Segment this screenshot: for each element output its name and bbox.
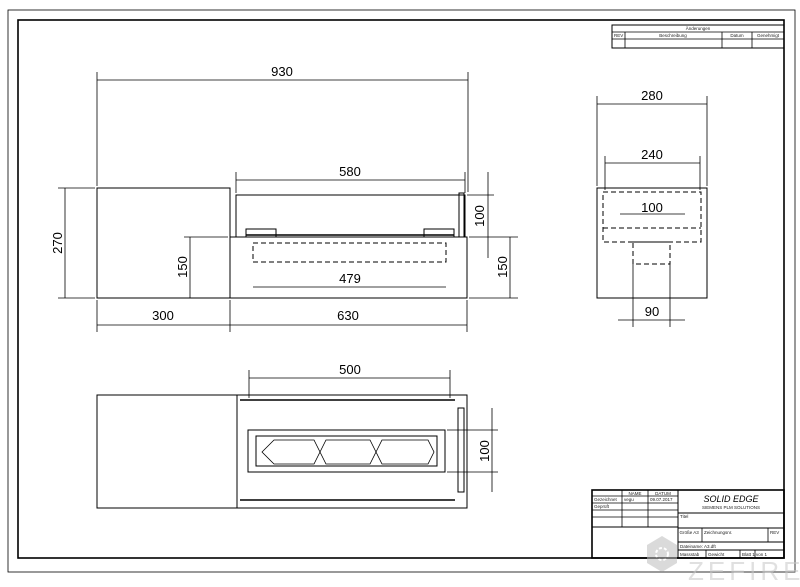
- dim-500: 500: [339, 362, 361, 377]
- date-col-header: DATUM: [655, 491, 671, 496]
- weight-label: Gewicht: [708, 552, 725, 557]
- size-label: Größe A3: [680, 530, 700, 535]
- drawn-label: Gezeichnet: [594, 497, 618, 502]
- sheet-label: Blatt 1 von 1: [742, 552, 768, 557]
- sheet-border: [7, 9, 796, 573]
- date-header: Datum: [730, 33, 744, 38]
- rev-label: REV: [770, 530, 779, 535]
- scale-label: Massstab: [680, 552, 700, 557]
- dim-580: 580: [339, 164, 361, 179]
- top-view: 500 100: [96, 362, 498, 509]
- dim-300: 300: [152, 308, 174, 323]
- dim-280: 280: [641, 88, 663, 103]
- drawing-frame: [17, 19, 785, 559]
- dim-630: 630: [337, 308, 359, 323]
- revision-title: Änderungen: [686, 25, 711, 31]
- front-view: 930 580 270 150 100 150 479 300 630: [50, 64, 518, 332]
- title-block: NAME DATUM Gezeichnet vegu 09.07.2017 Ge…: [591, 489, 785, 559]
- dim-100-side: 100: [641, 200, 663, 215]
- drawn-date: 09.07.2017: [650, 497, 673, 502]
- dim-270: 270: [50, 232, 65, 254]
- zefire-watermark-logo: ZEFIRE: [647, 536, 800, 586]
- checked-label: Geprüft: [594, 504, 610, 509]
- title-label: Titel: [680, 514, 688, 519]
- dim-150-right: 150: [495, 256, 510, 278]
- dim-90: 90: [645, 304, 659, 319]
- drawn-name: vegu: [624, 497, 634, 502]
- name-header: NAME: [628, 491, 641, 496]
- brand-text: SOLID EDGE: [703, 494, 759, 504]
- drawing-number-label: Zeichnungsnr.: [704, 530, 732, 535]
- dim-100-top: 100: [477, 440, 492, 462]
- rev-header: REV: [614, 33, 623, 38]
- watermark-text: ZEFIRE: [688, 556, 800, 586]
- file-name-label: Dateiname: A3.dft: [680, 544, 717, 549]
- dim-100: 100: [472, 205, 487, 227]
- dim-479: 479: [339, 271, 361, 286]
- revision-table: Änderungen REV Beschreibung Datum Genehm…: [611, 24, 785, 49]
- brand-subtitle: SIEMENS PLM SOLUTIONS: [702, 505, 760, 510]
- approved-header: Genehmigt: [757, 33, 780, 38]
- dim-930: 930: [271, 64, 293, 79]
- description-header: Beschreibung: [659, 33, 687, 38]
- side-view: 280 240 100 90: [596, 88, 708, 327]
- dim-150-left: 150: [175, 256, 190, 278]
- dim-240: 240: [641, 147, 663, 162]
